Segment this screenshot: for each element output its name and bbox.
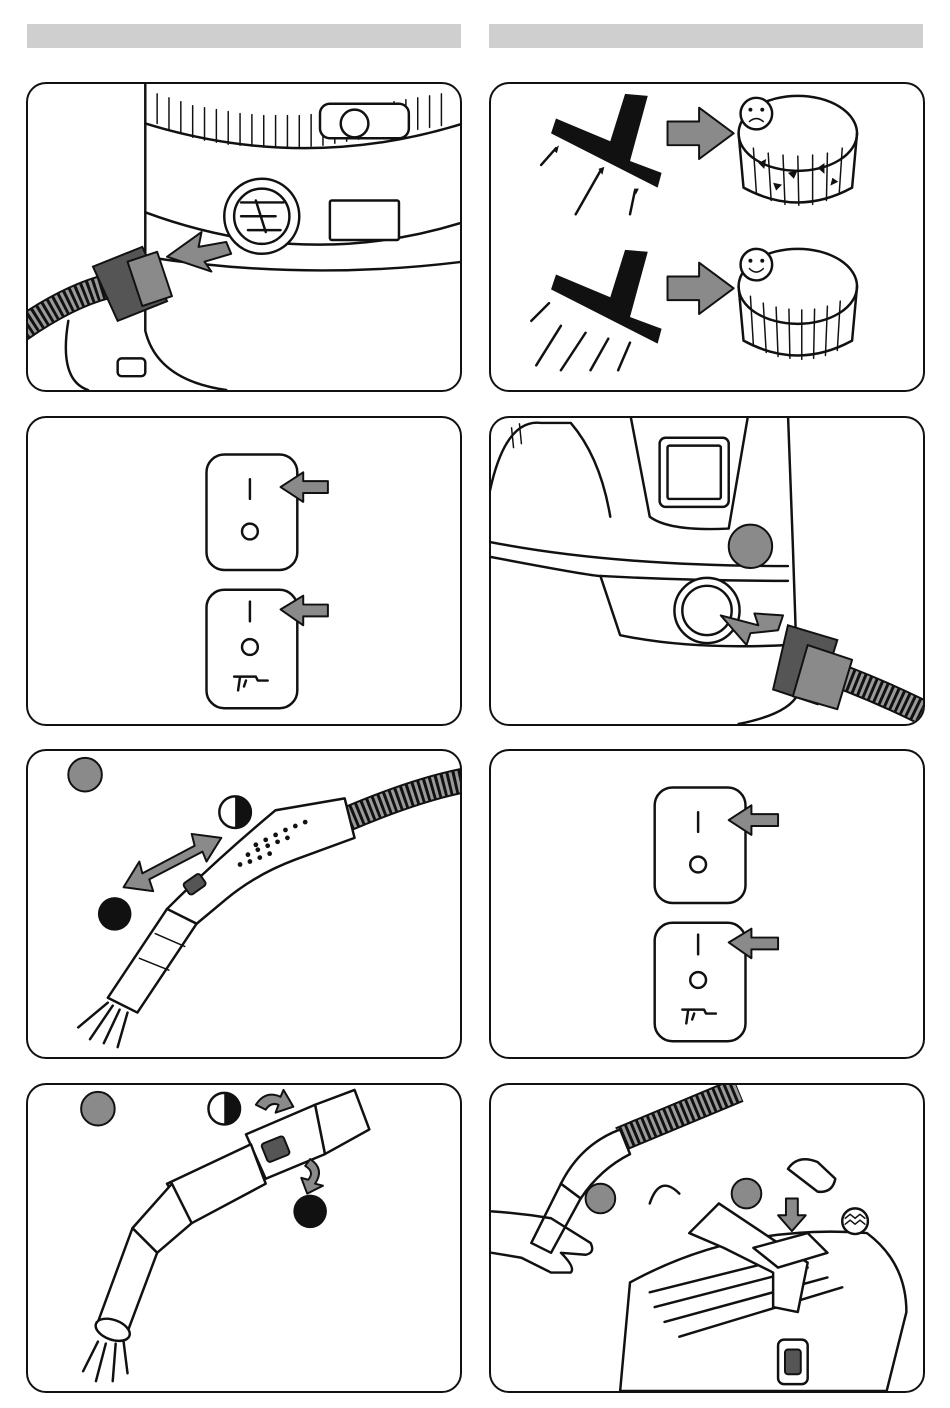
- blow-port-illustration: [491, 418, 923, 724]
- storage-illustration: [491, 1085, 923, 1391]
- thumb-press-icon: [788, 1159, 835, 1192]
- result-arrow-top: [668, 108, 734, 159]
- marker-black: [293, 1195, 327, 1229]
- filter-comparison-illustration: [491, 84, 923, 390]
- press-arrow: [778, 1199, 806, 1232]
- panel-airflow-slider: [26, 749, 462, 1059]
- panel-hose-storage: [489, 1083, 925, 1393]
- switch-illustration-2: [491, 751, 923, 1057]
- marker-gray: [729, 525, 772, 568]
- half-circle-icon: [219, 796, 251, 828]
- right-column-title-bar: [489, 24, 923, 48]
- inlet-socket-icon: [224, 179, 299, 254]
- switch-icon[interactable]: [206, 455, 327, 570]
- switch-power-tool-variant[interactable]: [655, 923, 778, 1041]
- hose-connect-illustration: [28, 84, 460, 390]
- filter-clean-icon: [842, 1208, 868, 1234]
- result-arrow-bottom: [668, 263, 734, 314]
- switch-illustration: [28, 418, 460, 724]
- marker-gray: [586, 1184, 616, 1214]
- panel-switch-on: [26, 416, 462, 726]
- happy-face-icon: [741, 249, 773, 281]
- panel-airflow-ring: [26, 1083, 462, 1393]
- panel-switch-on-2: [489, 749, 925, 1059]
- sad-face-icon: [741, 98, 773, 130]
- half-circle-icon: [208, 1093, 240, 1125]
- rotate-arrow: [256, 1090, 294, 1113]
- wand-ring-illustration: [28, 1085, 460, 1391]
- switch-icon[interactable]: [655, 788, 778, 903]
- marker-gray: [68, 758, 102, 792]
- panel-filter-comparison: [489, 82, 925, 392]
- switch-power-tool-variant[interactable]: [206, 590, 327, 708]
- handle-slider-illustration: [28, 751, 460, 1057]
- clogged-filter-icon: [739, 96, 857, 206]
- clean-filter-icon: [739, 249, 857, 360]
- panel-hose-connect-inlet: [26, 82, 462, 392]
- floor-nozzle-bottom: [531, 250, 661, 370]
- left-column-title-bar: [27, 24, 461, 48]
- marker-gray: [81, 1092, 115, 1126]
- floor-nozzle-top: [541, 94, 661, 214]
- marker-black: [98, 897, 132, 931]
- panel-hose-connect-blow: [489, 416, 925, 726]
- marker-gray: [732, 1179, 762, 1209]
